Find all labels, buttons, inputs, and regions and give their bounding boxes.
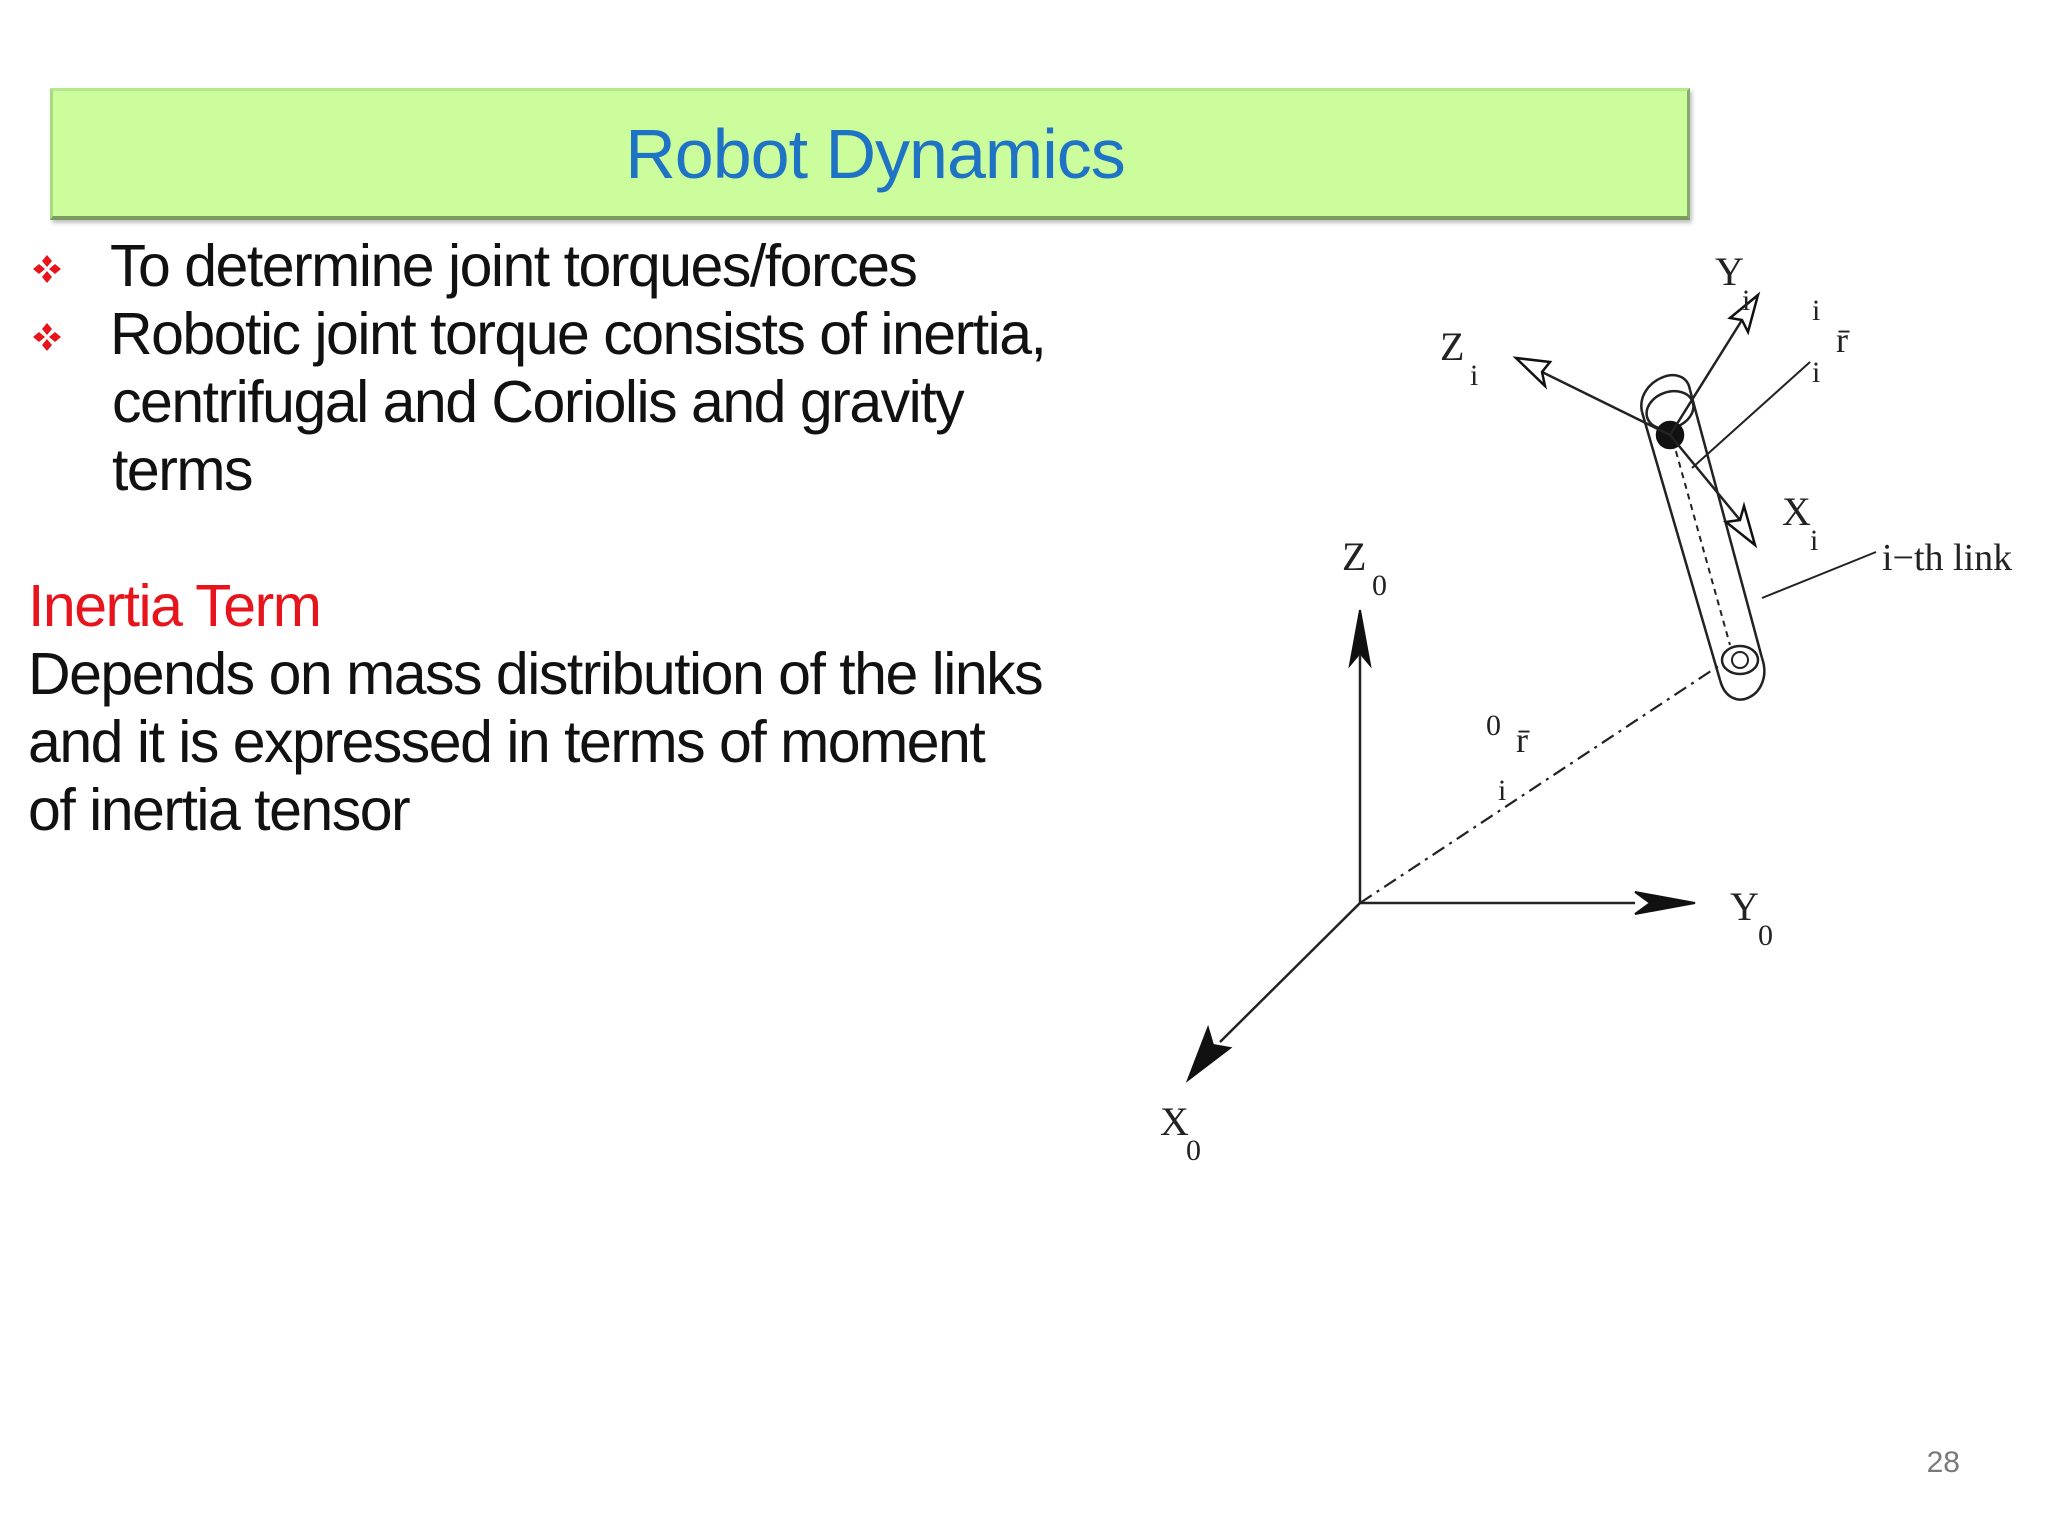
robot-link-frame-diagram: Z 0 Y 0 X 0 Z i Y i X i i r̄ i 0 r̄ i i−…: [1160, 249, 2012, 1167]
page-number: 28: [1926, 1446, 1960, 1479]
r0-subscript: i: [1498, 774, 1506, 807]
xi-subscript: i: [1810, 524, 1818, 557]
bullet-text: Robotic joint torque consists of inertia…: [110, 301, 1047, 367]
four-diamond-bullet-icon: [33, 323, 61, 351]
z0-subscript: 0: [1372, 569, 1387, 602]
ri-symbol: r̄: [1836, 320, 1850, 360]
ri-leader-line: [1691, 361, 1811, 469]
link-label: i−th link: [1882, 537, 2012, 579]
r0-prefix: 0: [1486, 709, 1501, 742]
base-frame-axes: [1185, 609, 1696, 1083]
y0-subscript: 0: [1758, 919, 1773, 952]
slide-body: To determine joint torques/forces Roboti…: [28, 232, 1148, 844]
z0-label: Z: [1342, 534, 1366, 579]
ri-subscript: i: [1812, 356, 1820, 389]
section-body: Depends on mass distribution of the link…: [28, 640, 1148, 844]
yi-subscript: i: [1742, 284, 1750, 317]
section-body-line: of inertia tensor: [28, 777, 411, 843]
ri-prefix: i: [1812, 294, 1820, 327]
bullet-continuation-line: centrifugal and Coriolis and gravity: [112, 369, 965, 435]
zi-subscript: i: [1470, 359, 1478, 392]
section-body-line: and it is expressed in terms of moment: [28, 709, 986, 775]
title-banner: Robot Dynamics: [50, 88, 1690, 220]
section-body-line: Depends on mass distribution of the link…: [28, 641, 1044, 707]
xi-label: X: [1782, 489, 1811, 534]
slide-title: Robot Dynamics: [625, 114, 1126, 193]
link-leader-line: [1761, 551, 1877, 599]
bullet-item: Robotic joint torque consists of inertia…: [28, 300, 1148, 368]
y0-label: Y: [1730, 884, 1759, 929]
bullet-text: To determine joint torques/forces: [110, 233, 918, 299]
zi-label: Z: [1440, 324, 1464, 369]
r0-symbol: r̄: [1516, 720, 1530, 760]
yi-label: Y: [1715, 249, 1744, 294]
x0-label: X: [1160, 1099, 1189, 1144]
bullet-item: To determine joint torques/forces: [28, 232, 1148, 300]
four-diamond-bullet-icon: [33, 255, 61, 283]
link-body: [1640, 374, 1766, 701]
bullet-continuation-line: terms: [112, 437, 254, 503]
position-vector-line: [1359, 664, 1721, 904]
x0-subscript: 0: [1186, 1134, 1201, 1167]
link-frame-axes: [1512, 291, 1761, 549]
section-heading: Inertia Term: [28, 573, 322, 639]
